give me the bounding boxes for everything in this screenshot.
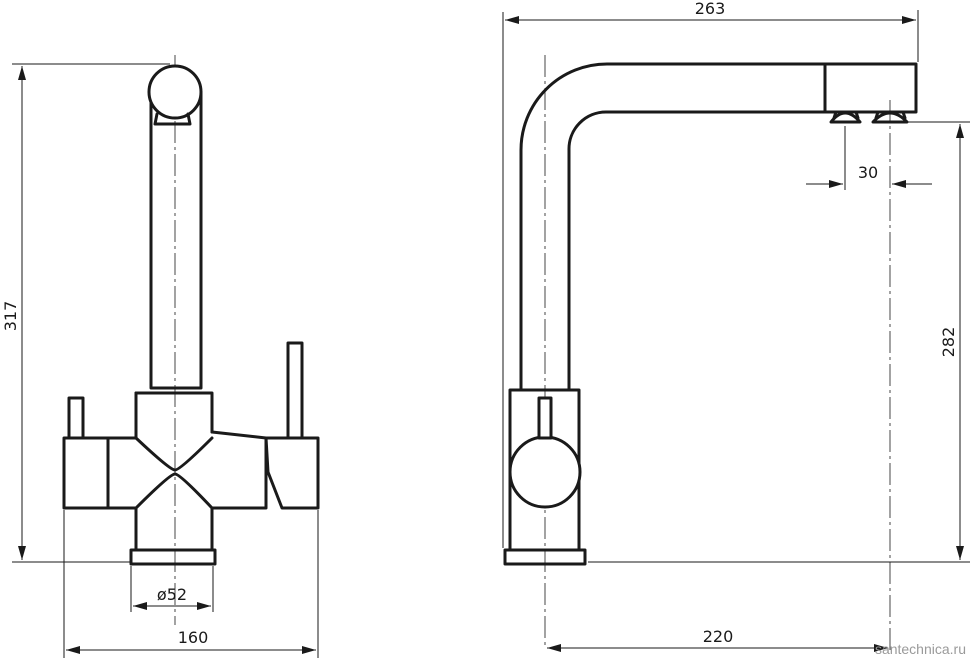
side-handle-knob <box>508 435 582 509</box>
dim-160-label: 160 <box>178 628 209 647</box>
front-dimensions: 317 ø52 160 <box>1 63 319 658</box>
watermark: santechnica.ru <box>875 641 966 657</box>
side-dimensions: 263 30 282 220 <box>502 0 970 652</box>
dim-30-label: 30 <box>858 163 878 182</box>
front-right-lever <box>286 341 304 440</box>
front-aerator <box>153 112 192 126</box>
front-right-housing <box>264 436 320 510</box>
front-saddle-top <box>134 436 214 472</box>
front-left-housing <box>62 436 110 510</box>
side-view <box>503 55 918 650</box>
dim-d52-label: ø52 <box>157 585 187 604</box>
side-base-flange <box>503 548 587 566</box>
front-body-collar <box>134 391 214 434</box>
side-lever <box>537 396 553 440</box>
front-left-lever <box>67 396 85 440</box>
side-spout-head <box>823 62 918 114</box>
dim-317-label: 317 <box>1 301 20 332</box>
dim-282-label: 282 <box>939 327 958 358</box>
front-spout-head <box>147 64 203 120</box>
front-spout-tube <box>149 90 203 390</box>
side-spout <box>519 62 827 392</box>
front-cross-body <box>106 391 268 552</box>
front-saddle-bottom <box>134 472 214 510</box>
dim-263-label: 263 <box>695 0 726 18</box>
front-view <box>62 55 320 625</box>
front-base-flange <box>129 548 217 566</box>
dim-220-label: 220 <box>703 627 734 646</box>
side-outlet-necks <box>832 110 907 120</box>
